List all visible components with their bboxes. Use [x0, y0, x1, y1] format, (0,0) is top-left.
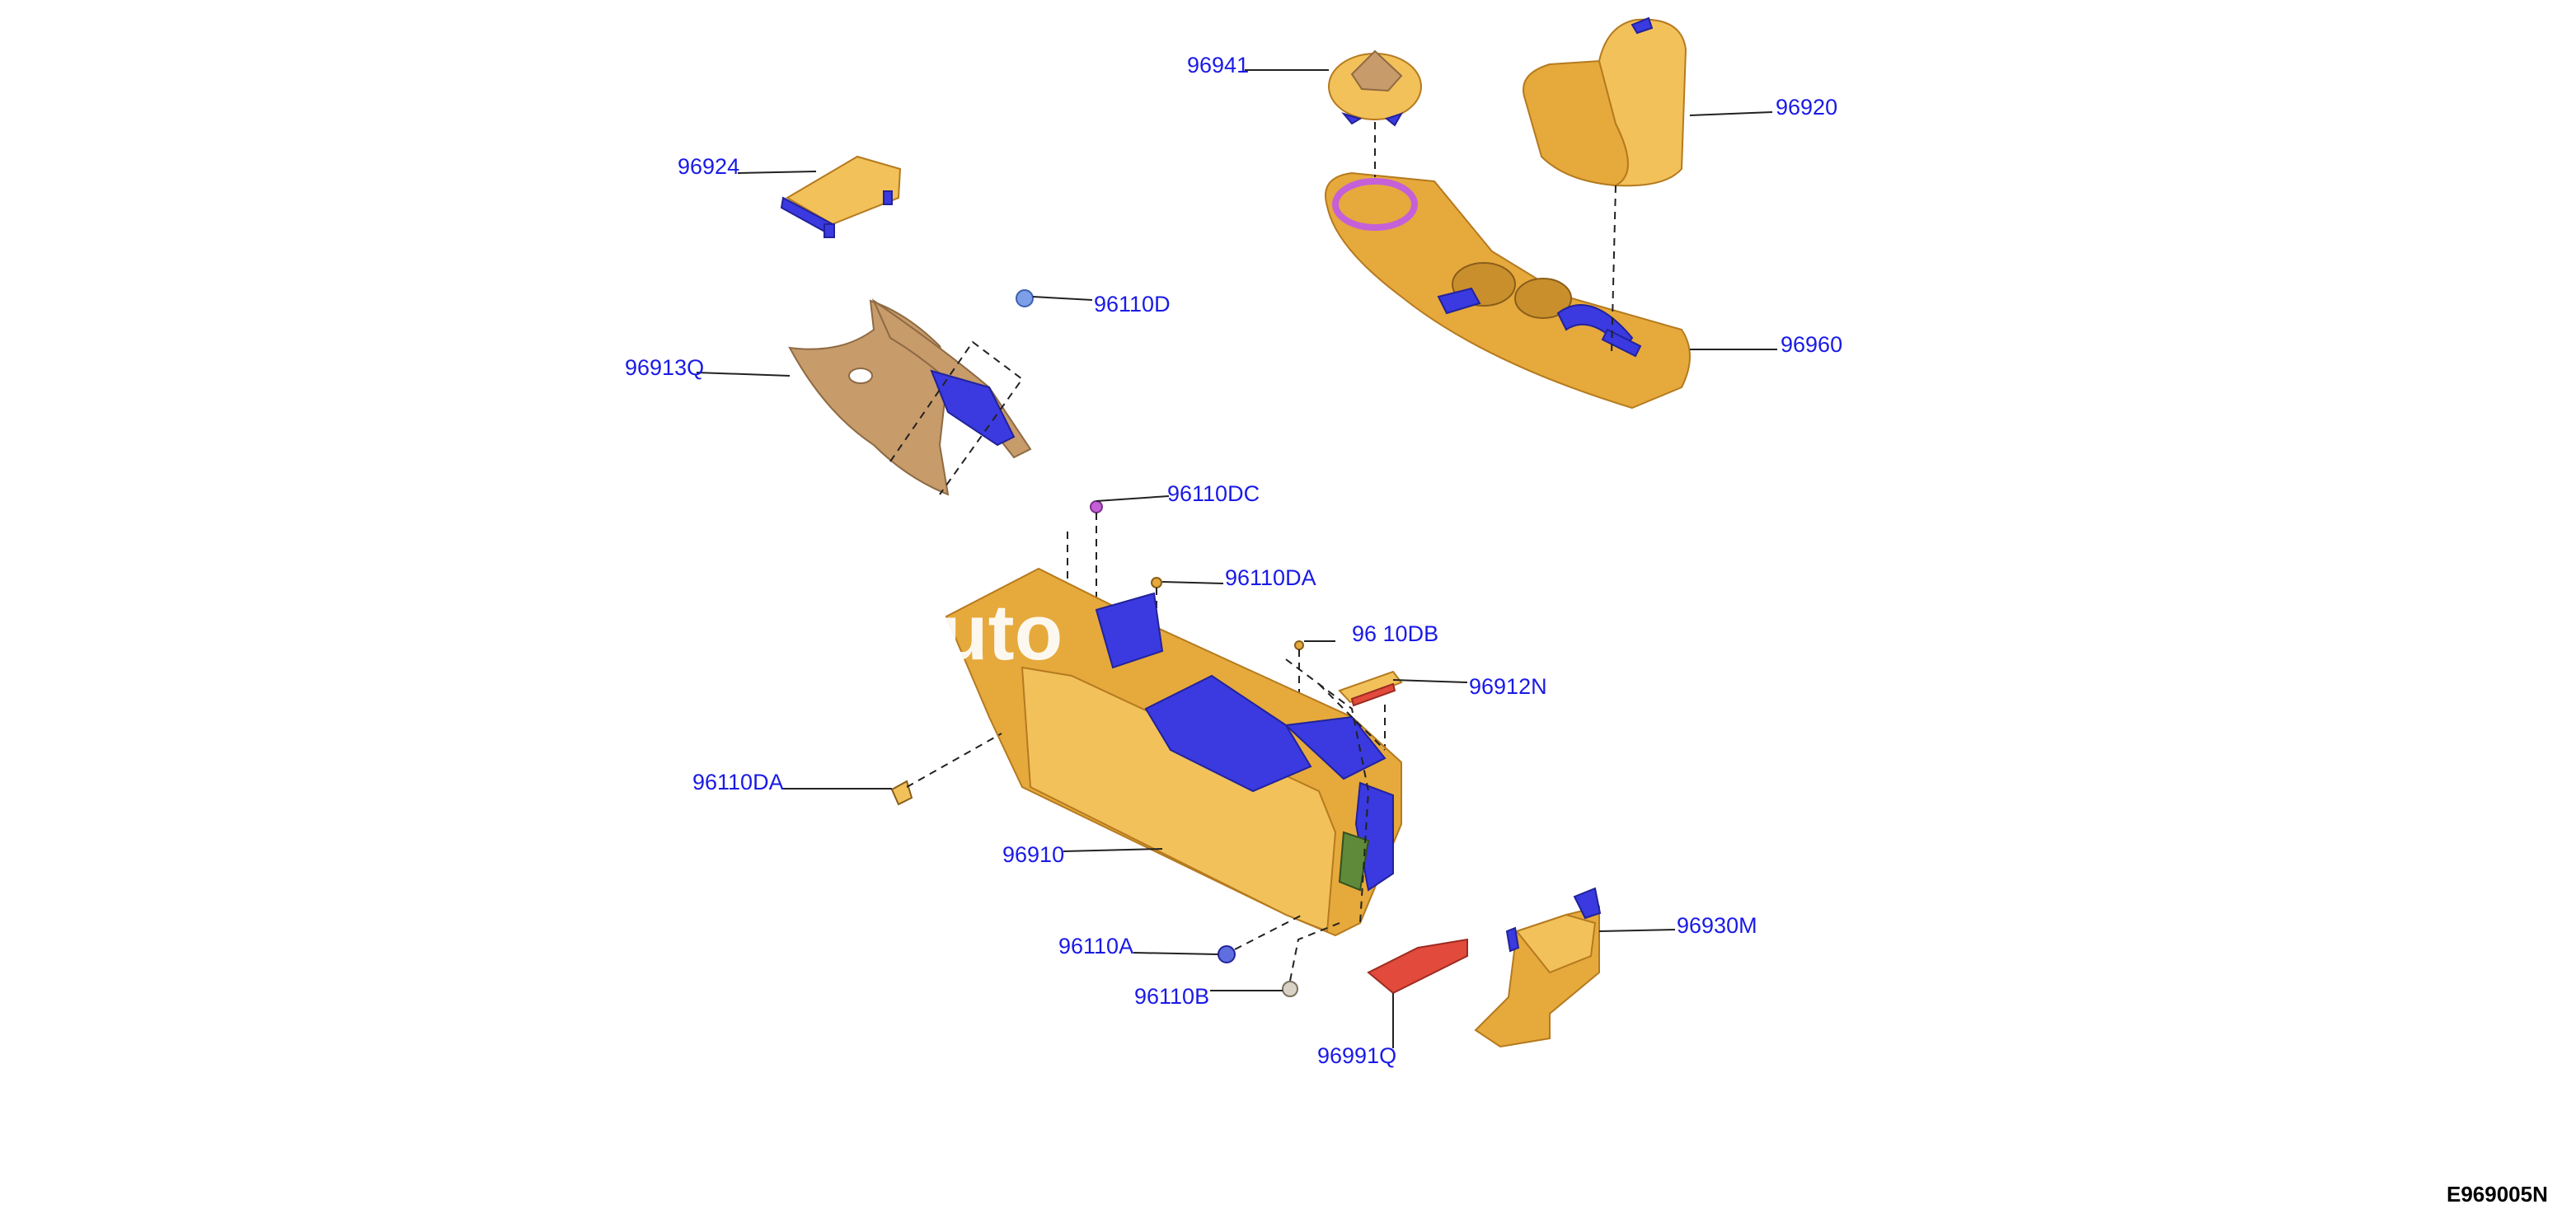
part-96912N-bracket	[1338, 670, 1403, 783]
part-96960-upper-console	[1325, 122, 1691, 410]
label-96110A: 96110A	[1058, 934, 1133, 958]
part-96941-shift-boot	[1328, 49, 1422, 127]
label-96912N: 96912N	[1469, 674, 1547, 699]
label-96920: 96920	[1776, 95, 1837, 119]
label-96110DB: 96 10DB	[1352, 621, 1438, 646]
part-96924-tray	[780, 155, 902, 238]
part-96910-console-body	[945, 567, 1402, 937]
label-96110DA-left: 96110DA	[692, 770, 784, 794]
label-96110B: 96110B	[1134, 984, 1209, 1009]
watermark-text: uto	[940, 588, 1063, 677]
part-96920-armrest-lid	[1523, 16, 1687, 187]
label-96910: 96910	[1002, 842, 1064, 867]
label-96924: 96924	[678, 154, 739, 179]
part-96110DA-left-fastener	[890, 733, 1002, 806]
label-96991Q: 96991Q	[1317, 1043, 1396, 1068]
part-96110DB-fastener	[1294, 640, 1304, 709]
label-96913Q: 96913Q	[625, 355, 704, 380]
label-96110DC: 96110DC	[1167, 481, 1260, 506]
label-96110DA-top: 96110DA	[1225, 565, 1316, 590]
label-96960: 96960	[1781, 332, 1842, 357]
part-96110DC-fastener	[1067, 500, 1103, 610]
document-id: E969005N	[2447, 1182, 2548, 1207]
label-96941: 96941	[1187, 53, 1249, 77]
label-96110D: 96110D	[1094, 292, 1171, 316]
part-96110D-clip	[1016, 289, 1034, 307]
part-96110B-fastener	[1282, 922, 1340, 997]
leader-lines	[696, 69, 1777, 1048]
label-96930M: 96930M	[1677, 913, 1757, 938]
part-96930M-rear-panel	[1474, 887, 1602, 1048]
part-96991Q-trim	[1367, 938, 1468, 995]
part-labels: 96941 96920 96924 96110D 96913Q 96960 96…	[625, 53, 1842, 1068]
part-96913Q-bezel	[788, 298, 1032, 496]
part-96110A-fastener	[1218, 914, 1303, 963]
